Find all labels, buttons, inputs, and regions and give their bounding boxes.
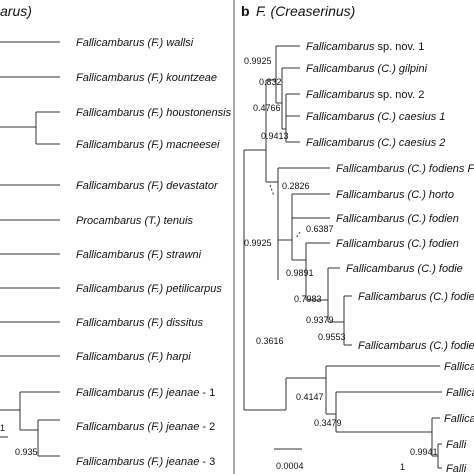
panel-b-tree: 0.0004 xyxy=(243,45,442,471)
panel-b-taxon-label: Fallicambarus (C.) fodiens FL xyxy=(336,163,474,175)
panel-b-taxon-label: Fallicambarus (C.) caesius 1 xyxy=(306,111,445,123)
support-value: 0.9553 xyxy=(318,332,346,342)
panel-b-taxon-label: Fallicambarus (C.) fodie xyxy=(346,263,463,275)
support-value: 0.4766 xyxy=(253,103,281,113)
panel-b-taxon-label: Fallicambarus (C.) fodien xyxy=(358,340,474,352)
panel-a-support-1: 1 xyxy=(0,423,5,433)
support-value: 0.4147 xyxy=(296,392,324,402)
support-value: 0.6387 xyxy=(306,224,334,234)
panel-b-scale-label: 0.0004 xyxy=(276,461,304,471)
support-value: 0.2826 xyxy=(282,181,310,191)
panel-b-taxon-label: Fallicambarus (C.) horto xyxy=(336,189,454,201)
panel-b-pointer xyxy=(269,184,275,197)
panel-b-title: F. (Creaserinus) xyxy=(256,3,355,19)
support-value: 0.9925 xyxy=(244,56,272,66)
panel-b-taxon-label: Falli xyxy=(446,463,467,474)
support-value: 0.832 xyxy=(259,77,282,87)
support-value: 0.9941 xyxy=(410,447,438,457)
panel-b-taxon-label: Falli xyxy=(446,439,467,451)
panel-a-taxon-label: Fallicambarus (F.) houstonensis xyxy=(76,107,232,119)
panel-a-labels: Fallicambarus (F.) wallsi Fallicambarus … xyxy=(76,37,232,468)
panel-a-support-2: 0.935 xyxy=(15,447,38,457)
panel-a-taxon-label: Fallicambarus (F.) harpi xyxy=(76,351,191,363)
panel-a-taxon-label: Fallicambarus (F.) kountzeae xyxy=(76,72,217,84)
panel-b-taxon-label: Fallicambarus (C.) gilpini xyxy=(306,63,428,75)
panel-b-taxon-label: Fallicambarus (C.) fodien xyxy=(358,291,474,303)
panel-b-taxon-label: Fallica xyxy=(446,387,474,399)
panel-b-support-values: 0.9925 0.832 0.4766 0.9413 0.2826 0.6387… xyxy=(244,56,438,472)
support-value: 0.3479 xyxy=(314,418,342,428)
support-value: 0.7983 xyxy=(294,294,322,304)
panel-a-taxon-label: Fallicambarus (F.) macneesei xyxy=(76,139,220,151)
panel-b-taxon-label: Fallicambarus (C.) caesius 2 xyxy=(306,137,445,149)
panel-a-taxon-label: Fallicambarus (F.) jeanae - 2 xyxy=(76,421,215,433)
panel-b-taxon-label: Fallica xyxy=(444,361,474,373)
panel-b-letter: b xyxy=(241,3,250,19)
panel-a-taxon-label: Fallicambarus (F.) jeanae - 3 xyxy=(76,456,215,468)
support-value: 0.9925 xyxy=(244,238,272,248)
panel-b-taxon-label: Fallica xyxy=(444,413,474,425)
panel-b-labels: Fallicambarus sp. nov. 1 Fallicambarus (… xyxy=(306,41,474,474)
support-value: 0.9379 xyxy=(306,315,334,325)
support-value: 0.9413 xyxy=(261,131,289,141)
panel-a-taxon-label: Fallicambarus (F.) wallsi xyxy=(76,37,194,49)
panel-b-pointer xyxy=(295,231,301,239)
panel-a-taxon-label: Fallicambarus (F.) strawni xyxy=(76,249,202,261)
panel-a-taxon-label: Fallicambarus (F.) dissitus xyxy=(76,317,203,329)
panel-a-taxon-label: Fallicambarus (F.) jeanae - 1 xyxy=(76,387,215,399)
panel-a-taxon-label: Procambarus (T.) tenuis xyxy=(76,215,193,227)
panel-a-taxon-label: Fallicambarus (F.) devastator xyxy=(76,180,219,192)
panel-b-taxon-label: Fallicambarus (C.) fodien xyxy=(336,213,459,225)
support-value: 0.9891 xyxy=(286,268,314,278)
support-value: 1 xyxy=(400,462,405,472)
panel-a-title: arus) xyxy=(0,3,32,19)
panel-b-taxon-label: Fallicambarus sp. nov. 1 xyxy=(306,41,424,53)
panel-b-taxon-label: Fallicambarus sp. nov. 2 xyxy=(306,89,424,101)
panel-a-taxon-label: Fallicambarus (F.) petilicarpus xyxy=(76,283,222,295)
panel-b-taxon-label: Fallicambarus (C.) fodien xyxy=(336,238,459,250)
panel-a-tree: 1 0.935 xyxy=(0,41,60,457)
support-value: 0.3616 xyxy=(256,336,284,346)
